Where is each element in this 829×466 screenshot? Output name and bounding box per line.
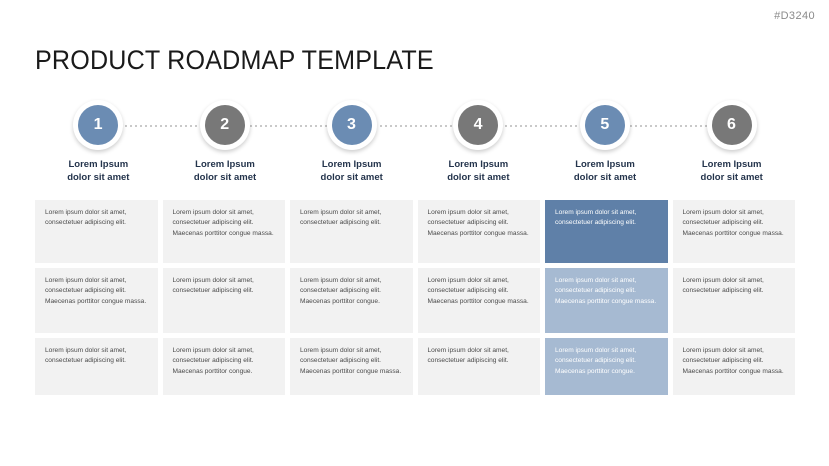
roadmap-cell[interactable]: Lorem ipsum dolor sit amet, consectetuer…	[672, 200, 795, 263]
roadmap-column-4: Lorem ipsum dolor sit amet, consectetuer…	[417, 200, 540, 395]
milestone-number-badge: 3	[331, 105, 372, 145]
roadmap-cell[interactable]: Lorem ipsum dolor sit amet, consectetuer…	[417, 200, 540, 263]
slide-reference-code: #D3240	[774, 10, 815, 22]
roadmap-column-5: Lorem ipsum dolor sit amet, consectetuer…	[545, 200, 668, 395]
milestone-circle[interactable]: 6	[706, 100, 757, 150]
roadmap-cell-highlighted[interactable]: Lorem ipsum dolor sit amet, consectetuer…	[545, 200, 668, 263]
timeline-node-4[interactable]: 4	[415, 100, 542, 150]
column-heading-5: Lorem Ipsum dolor sit amet	[542, 158, 669, 184]
timeline-connector-dotted-line	[95, 125, 735, 127]
milestone-circle[interactable]: 1	[73, 100, 124, 150]
cell-text: Lorem ipsum dolor sit amet, consectetuer…	[427, 347, 509, 365]
column-heading-line1: Lorem Ipsum	[68, 159, 129, 170]
cell-text: Lorem ipsum dolor sit amet, consectetuer…	[45, 277, 147, 305]
column-heading-6: Lorem Ipsum dolor sit amet	[668, 158, 795, 184]
timeline-node-3[interactable]: 3	[288, 100, 415, 150]
cell-text: Lorem ipsum dolor sit amet, consectetuer…	[427, 277, 529, 305]
roadmap-timeline: 1 2 3 4 5 6	[35, 100, 795, 152]
milestone-number-badge: 4	[458, 105, 499, 145]
milestone-number-badge: 6	[711, 105, 752, 145]
cell-text: Lorem ipsum dolor sit amet, consectetuer…	[555, 347, 637, 375]
cell-text: Lorem ipsum dolor sit amet, consectetuer…	[555, 209, 637, 227]
cell-text: Lorem ipsum dolor sit amet, consectetuer…	[300, 347, 402, 375]
milestone-number-badge: 2	[205, 105, 245, 145]
roadmap-cell[interactable]: Lorem ipsum dolor sit amet, consectetuer…	[35, 268, 158, 333]
column-heading-line2: dolor sit amet	[447, 172, 510, 183]
column-heading-1: Lorem Ipsum dolor sit amet	[35, 158, 162, 184]
roadmap-column-6: Lorem ipsum dolor sit amet, consectetuer…	[672, 200, 795, 395]
cell-text: Lorem ipsum dolor sit amet, consectetuer…	[555, 277, 657, 305]
column-heading-line1: Lorem Ipsum	[195, 159, 255, 170]
cell-text: Lorem ipsum dolor sit amet, consectetuer…	[172, 277, 254, 295]
roadmap-cell[interactable]: Lorem ipsum dolor sit amet, consectetuer…	[162, 268, 285, 333]
milestone-number-badge: 5	[585, 105, 626, 145]
cell-text: Lorem ipsum dolor sit amet, consectetuer…	[427, 209, 529, 237]
page-title: PRODUCT ROADMAP TEMPLATE	[35, 45, 434, 76]
milestone-circle[interactable]: 4	[453, 100, 504, 150]
column-heading-line2: dolor sit amet	[320, 172, 383, 183]
column-heading-line1: Lorem Ipsum	[575, 159, 635, 170]
timeline-node-6[interactable]: 6	[668, 100, 795, 150]
cell-text: Lorem ipsum dolor sit amet, consectetuer…	[45, 347, 127, 365]
cell-text: Lorem ipsum dolor sit amet, consectetuer…	[172, 347, 254, 375]
cell-text: Lorem ipsum dolor sit amet, consectetuer…	[300, 277, 382, 305]
column-heading-row: Lorem Ipsum dolor sit amet Lorem Ipsum d…	[35, 158, 795, 184]
roadmap-cell[interactable]: Lorem ipsum dolor sit amet, consectetuer…	[672, 268, 795, 333]
roadmap-cell[interactable]: Lorem ipsum dolor sit amet, consectetuer…	[35, 200, 158, 263]
column-heading-line2: dolor sit amet	[700, 172, 763, 183]
roadmap-cell[interactable]: Lorem ipsum dolor sit amet, consectetuer…	[35, 338, 158, 395]
column-heading-line2: dolor sit amet	[67, 172, 130, 183]
milestone-number-badge: 1	[78, 105, 119, 145]
roadmap-column-3: Lorem ipsum dolor sit amet, consectetuer…	[290, 200, 413, 395]
milestone-circle[interactable]: 5	[580, 100, 631, 150]
column-heading-line2: dolor sit amet	[193, 172, 257, 183]
roadmap-cell[interactable]: Lorem ipsum dolor sit amet, consectetuer…	[417, 268, 540, 333]
cell-text: Lorem ipsum dolor sit amet, consectetuer…	[682, 347, 784, 375]
column-heading-2: Lorem Ipsum dolor sit amet	[162, 158, 289, 184]
cell-text: Lorem ipsum dolor sit amet, consectetuer…	[682, 209, 784, 237]
roadmap-cell-highlighted[interactable]: Lorem ipsum dolor sit amet, consectetuer…	[545, 338, 668, 395]
cell-text: Lorem ipsum dolor sit amet, consectetuer…	[45, 209, 127, 227]
column-heading-4: Lorem Ipsum dolor sit amet	[415, 158, 542, 184]
roadmap-cell[interactable]: Lorem ipsum dolor sit amet, consectetuer…	[162, 200, 285, 263]
roadmap-cell[interactable]: Lorem ipsum dolor sit amet, consectetuer…	[417, 338, 540, 395]
column-heading-line1: Lorem Ipsum	[321, 159, 382, 170]
cell-text: Lorem ipsum dolor sit amet, consectetuer…	[300, 209, 382, 227]
cell-text: Lorem ipsum dolor sit amet, consectetuer…	[172, 209, 274, 237]
timeline-node-2[interactable]: 2	[162, 100, 289, 150]
milestone-circle[interactable]: 2	[200, 100, 250, 150]
roadmap-cell[interactable]: Lorem ipsum dolor sit amet, consectetuer…	[672, 338, 795, 395]
column-heading-3: Lorem Ipsum dolor sit amet	[288, 158, 415, 184]
roadmap-cell[interactable]: Lorem ipsum dolor sit amet, consectetuer…	[290, 268, 413, 333]
roadmap-column-1: Lorem ipsum dolor sit amet, consectetuer…	[35, 200, 158, 395]
roadmap-column-2: Lorem ipsum dolor sit amet, consectetuer…	[162, 200, 285, 395]
column-heading-line1: Lorem Ipsum	[448, 159, 509, 170]
cell-text: Lorem ipsum dolor sit amet, consectetuer…	[682, 277, 764, 295]
roadmap-cell-highlighted[interactable]: Lorem ipsum dolor sit amet, consectetuer…	[545, 268, 668, 333]
timeline-node-1[interactable]: 1	[35, 100, 162, 150]
column-heading-line1: Lorem Ipsum	[701, 159, 762, 170]
timeline-node-5[interactable]: 5	[542, 100, 669, 150]
timeline-node-list: 1 2 3 4 5 6	[35, 100, 795, 150]
column-heading-line2: dolor sit amet	[573, 172, 637, 183]
roadmap-content-grid: Lorem ipsum dolor sit amet, consectetuer…	[35, 200, 795, 395]
roadmap-cell[interactable]: Lorem ipsum dolor sit amet, consectetuer…	[290, 200, 413, 263]
milestone-circle[interactable]: 3	[326, 100, 377, 150]
roadmap-cell[interactable]: Lorem ipsum dolor sit amet, consectetuer…	[290, 338, 413, 395]
roadmap-cell[interactable]: Lorem ipsum dolor sit amet, consectetuer…	[162, 338, 285, 395]
